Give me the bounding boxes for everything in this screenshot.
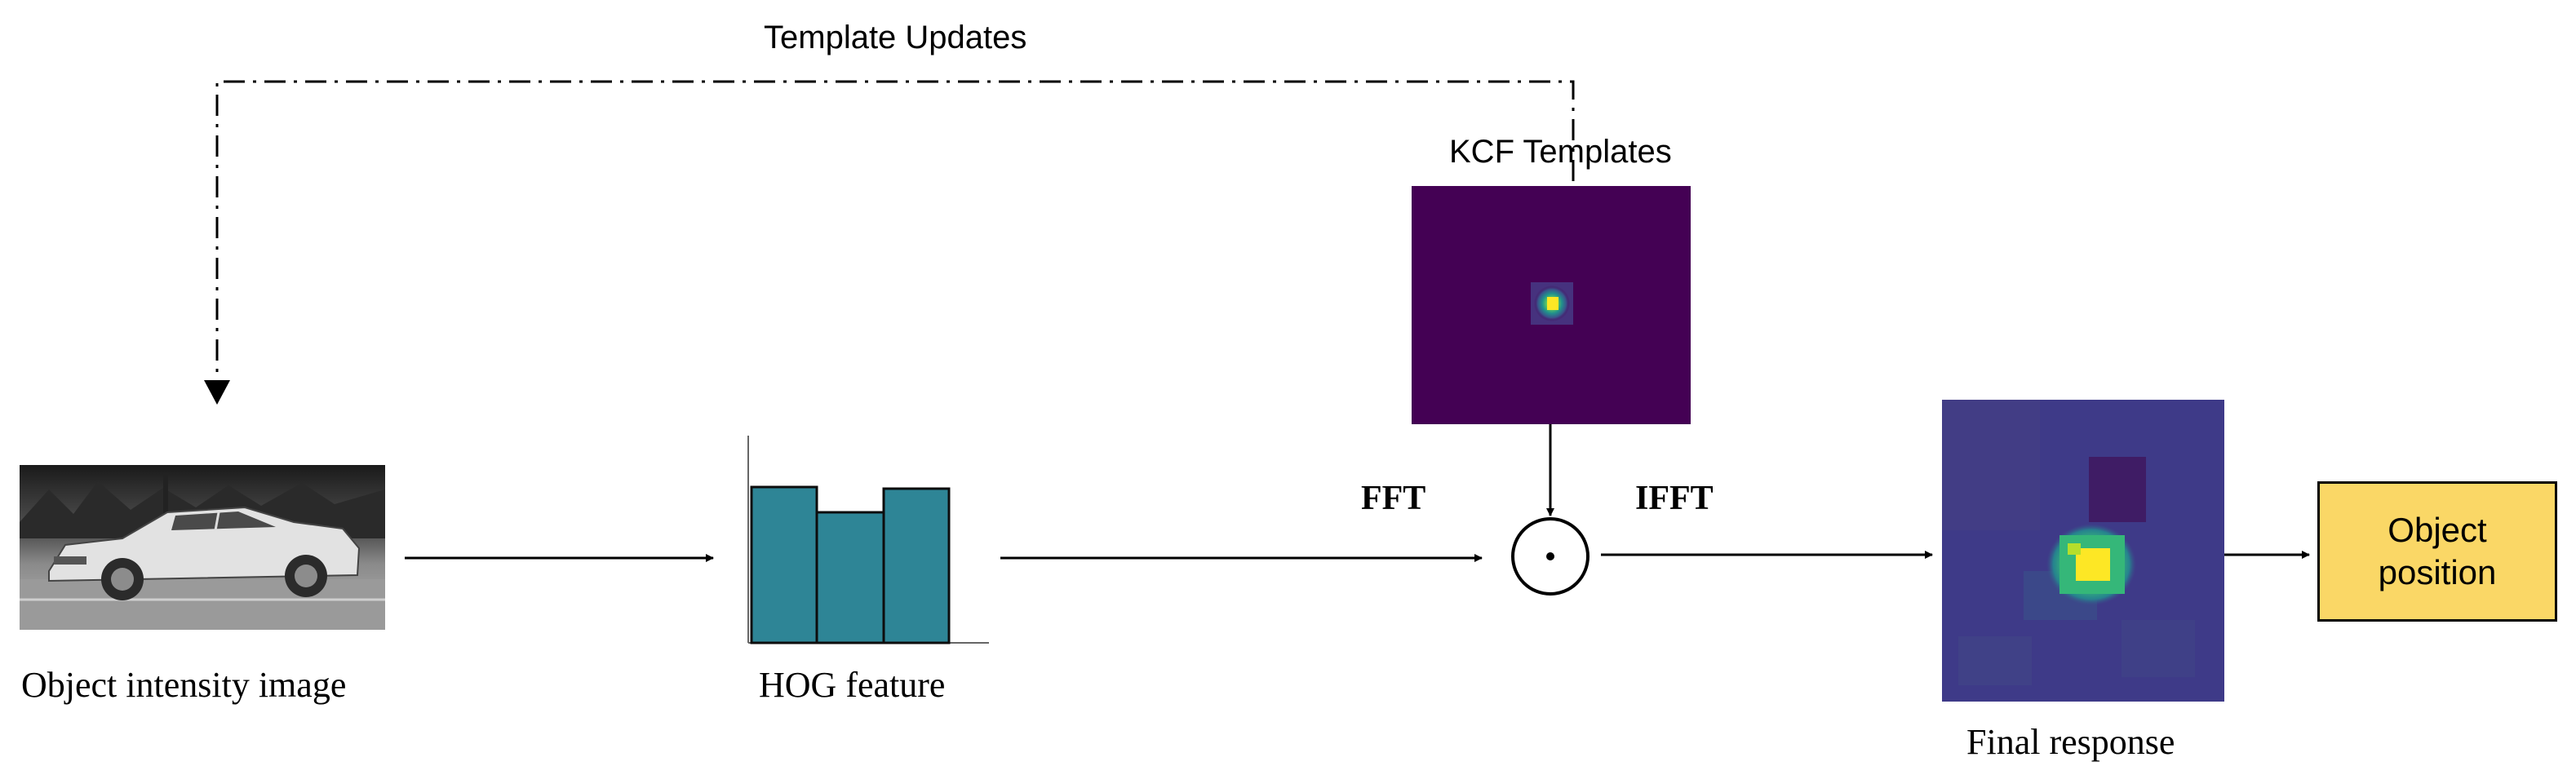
update-arrowhead <box>204 380 230 405</box>
input-image-label: Object intensity image <box>21 665 347 705</box>
car-silhouette <box>48 506 361 600</box>
elementwise-product-operator <box>1511 517 1589 596</box>
hog-bar <box>815 511 885 644</box>
input-image <box>20 465 385 630</box>
final-response-label: Final response <box>1966 722 2175 762</box>
kcf-template-heatmap <box>1412 186 1691 424</box>
kcf-templates-label: KCF Templates <box>1449 134 1672 170</box>
object-position-box: Object position <box>2317 481 2557 622</box>
hog-feature-label: HOG feature <box>759 665 946 705</box>
update-loop-line <box>204 80 1575 405</box>
fft-label: FFT <box>1361 480 1426 517</box>
hog-histogram <box>747 436 989 644</box>
hog-bar <box>882 487 951 644</box>
object-position-label: Object position <box>2378 510 2497 592</box>
hog-bar <box>750 485 818 644</box>
template-updates-label: Template Updates <box>764 20 1027 55</box>
ifft-label: IFFT <box>1635 480 1714 517</box>
product-dot <box>1546 552 1554 560</box>
final-response-heatmap <box>1942 400 2224 702</box>
